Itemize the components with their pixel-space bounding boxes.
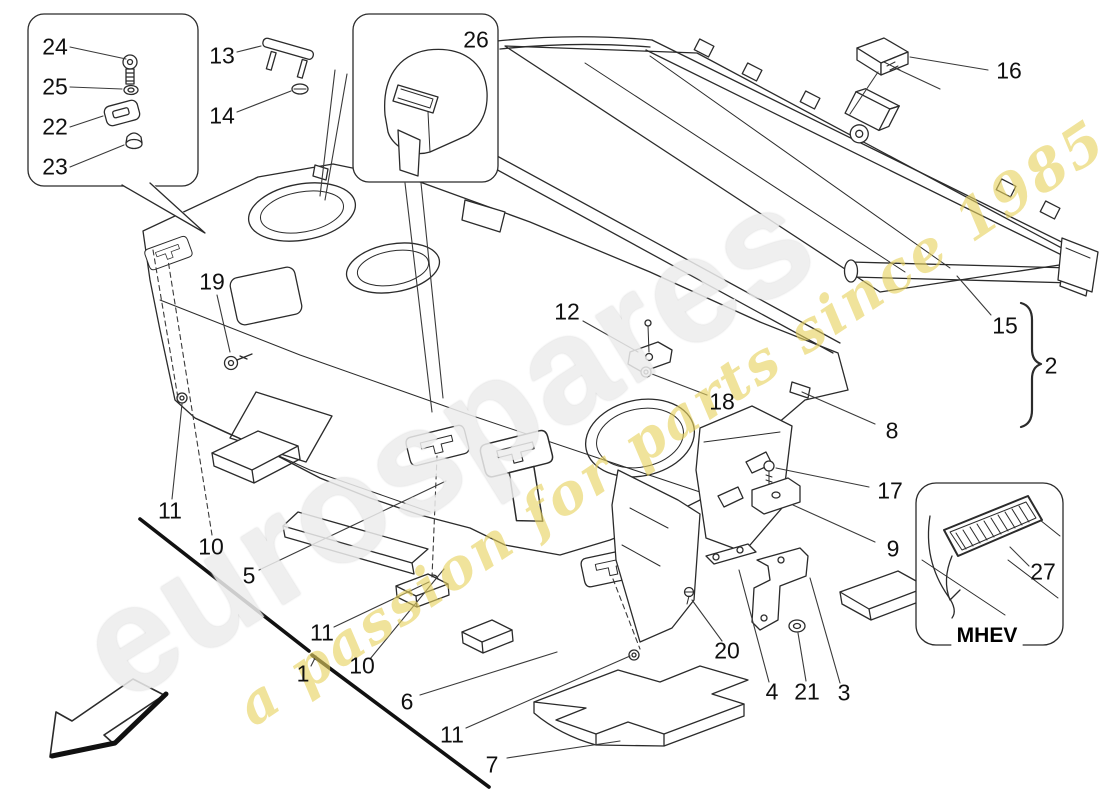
belt-guide-cover <box>479 429 554 522</box>
part-label-1[interactable]: 1 <box>296 660 310 687</box>
vent-grille <box>943 495 1043 601</box>
leader-line <box>582 320 639 353</box>
foam-pads <box>211 430 930 747</box>
part-label-11[interactable]: 11 <box>440 721 464 748</box>
leader-line <box>465 655 631 729</box>
leader-line <box>216 294 231 353</box>
leader-line <box>420 182 444 399</box>
leader-line <box>691 599 723 642</box>
part-label-23[interactable]: 23 <box>42 153 68 180</box>
fastener-inset <box>27 13 206 234</box>
part-label-11[interactable]: 11 <box>158 497 182 524</box>
part-label-20[interactable]: 20 <box>714 637 740 664</box>
leader-line <box>612 578 641 650</box>
leader-lines <box>69 45 1030 789</box>
leader-line <box>69 86 123 90</box>
leader-line <box>324 73 348 201</box>
rail-clip <box>799 90 821 110</box>
leader-line <box>801 391 876 425</box>
leader-line <box>419 651 558 696</box>
part-label-26[interactable]: 26 <box>463 26 489 53</box>
direction-arrow <box>49 678 169 759</box>
leader-line <box>651 373 708 396</box>
part-label-10[interactable]: 10 <box>198 533 224 560</box>
part-label-6[interactable]: 6 <box>400 688 414 715</box>
leader-line <box>69 144 125 168</box>
handle-and-cap <box>262 37 315 95</box>
rail-clip <box>1039 200 1061 220</box>
leader-line <box>236 45 262 53</box>
sunshade-assembly <box>496 36 1099 429</box>
part-label-5[interactable]: 5 <box>242 562 256 589</box>
pointer-line <box>138 517 311 653</box>
leader-line <box>404 182 433 413</box>
leader-line <box>809 577 841 684</box>
part-label-14[interactable]: 14 <box>209 102 235 129</box>
part-label-15[interactable]: 15 <box>992 312 1018 339</box>
part-label-24[interactable]: 24 <box>42 33 68 60</box>
leader-line <box>797 632 807 682</box>
leader-line <box>167 259 213 536</box>
part-label-11[interactable]: 11 <box>310 619 334 646</box>
pointer-line <box>310 653 491 789</box>
leader-line <box>69 115 104 128</box>
leader-line <box>956 275 992 316</box>
leader-line <box>1009 546 1030 567</box>
part-label-4[interactable]: 4 <box>765 678 779 705</box>
part-label-19[interactable]: 19 <box>199 268 225 295</box>
part-label-7[interactable]: 7 <box>485 751 499 778</box>
part-label-3[interactable]: 3 <box>837 679 851 706</box>
part-label-21[interactable]: 21 <box>794 678 820 705</box>
part-label-12[interactable]: 12 <box>554 298 580 325</box>
part-label-9[interactable]: 9 <box>886 535 900 562</box>
leader-line <box>506 740 621 759</box>
part-label-18[interactable]: 18 <box>709 388 735 415</box>
part-label-16[interactable]: 16 <box>996 57 1022 84</box>
parcel-shelf <box>142 132 849 661</box>
leader-line <box>69 46 127 60</box>
leader-line <box>775 467 870 488</box>
side-bolster <box>695 405 809 633</box>
part-label-8[interactable]: 8 <box>885 417 899 444</box>
part-label-13[interactable]: 13 <box>209 42 235 69</box>
part-label-10[interactable]: 10 <box>349 652 375 679</box>
leader-line <box>258 480 447 571</box>
mhev-inset: MHEV <box>915 482 1064 647</box>
belt-guide <box>405 424 470 467</box>
leader-line <box>909 56 989 71</box>
leader-line <box>738 569 770 683</box>
leader-line <box>333 581 430 628</box>
rail-clip <box>995 178 1017 198</box>
leader-line <box>849 71 879 115</box>
leader-line <box>431 455 438 578</box>
belt-guide <box>144 235 193 271</box>
rail-clip <box>693 38 715 58</box>
mhev-variant-label: MHEV <box>957 624 1018 647</box>
rail-clip <box>741 62 763 82</box>
part-label-27[interactable]: 27 <box>1030 558 1056 585</box>
leader-line <box>894 67 941 90</box>
relay <box>856 37 909 76</box>
group-brace <box>1019 301 1043 429</box>
leader-line <box>236 90 292 113</box>
part-label-25[interactable]: 25 <box>42 73 68 100</box>
leader-line <box>171 403 183 500</box>
leader-line <box>792 504 876 543</box>
part-label-2[interactable]: 2 <box>1044 352 1058 379</box>
part-label-17[interactable]: 17 <box>877 477 903 504</box>
part-label-22[interactable]: 22 <box>42 113 68 140</box>
leader-line <box>152 249 179 399</box>
sunshade-motor <box>844 88 900 144</box>
leader-line <box>319 69 336 197</box>
leader-line <box>369 568 445 660</box>
cover-inset <box>352 13 499 183</box>
